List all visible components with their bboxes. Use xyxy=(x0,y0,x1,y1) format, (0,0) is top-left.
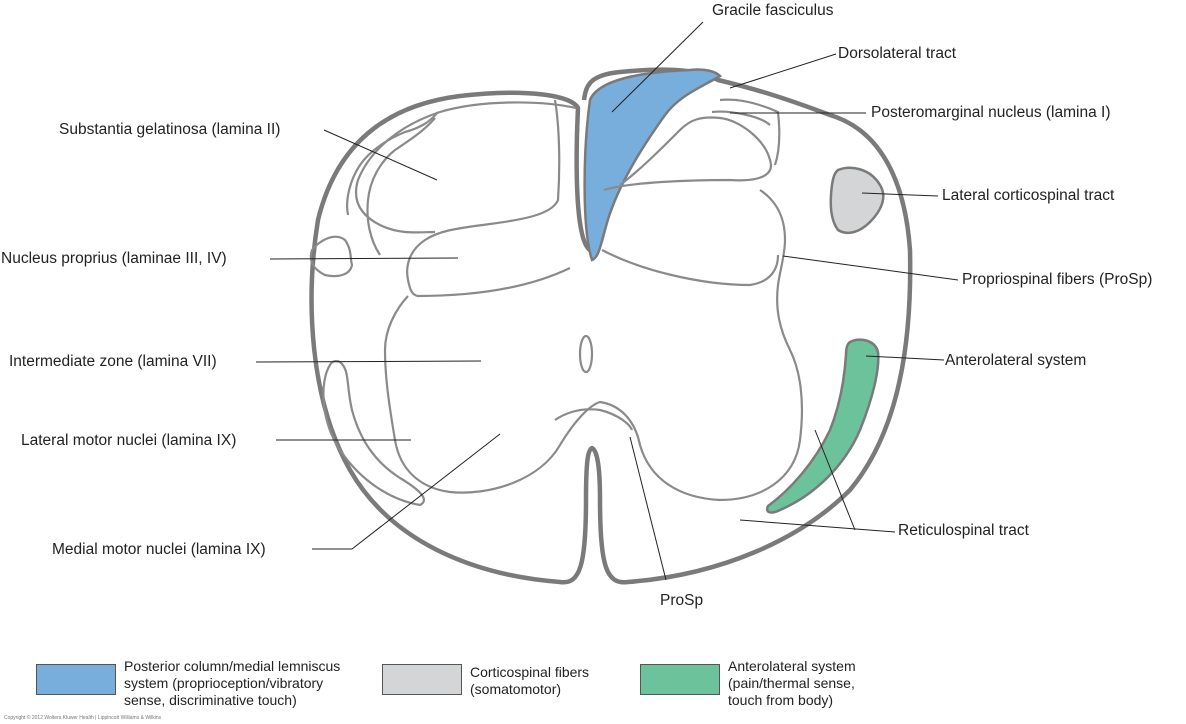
label-gracile-fasciculus: Gracile fasciculus xyxy=(712,2,834,19)
label-nucleus-proprius: Nucleus proprius (laminae III, IV) xyxy=(1,250,227,267)
gracile-fasciculus-region xyxy=(583,68,723,262)
label-dorsolateral-tract: Dorsolateral tract xyxy=(838,45,957,62)
copyright-text: Copyright © 2012 Wolters Kluwer Health |… xyxy=(4,715,162,721)
label-lateral-corticospinal-tract: Lateral corticospinal tract xyxy=(942,187,1115,204)
label-substantia-gelatinosa: Substantia gelatinosa (lamina II) xyxy=(59,121,281,138)
label-prosp: ProSp xyxy=(660,592,704,609)
label-posteromarginal-nucleus: Posteromarginal nucleus (lamina I) xyxy=(871,104,1111,121)
legend-text-anterolateral: Anterolateral system (pain/thermal sense… xyxy=(728,658,856,708)
legend-swatch-posterior-column xyxy=(36,664,116,695)
label-medial-motor-nuclei: Medial motor nuclei (lamina IX) xyxy=(52,541,266,558)
label-intermediate-zone: Intermediate zone (lamina VII) xyxy=(9,353,217,370)
label-lateral-motor-nuclei: Lateral motor nuclei (lamina IX) xyxy=(21,432,237,449)
legend-text-posterior-column: Posterior column/medial lemniscus system… xyxy=(124,658,341,708)
spinal-cord-outline xyxy=(309,67,913,585)
label-propriospinal-fibers: Propriospinal fibers (ProSp) xyxy=(962,271,1153,288)
legend-text-corticospinal: Corticospinal fibers (somatomotor) xyxy=(470,664,590,697)
lateral-corticospinal-tract-region xyxy=(829,166,885,234)
legend-swatch-anterolateral xyxy=(640,664,720,695)
label-reticulospinal-tract: Reticulospinal tract xyxy=(898,522,1029,539)
label-anterolateral-system: Anterolateral system xyxy=(945,352,1087,369)
legend-swatch-corticospinal xyxy=(382,664,462,695)
anterolateral-system-region xyxy=(765,338,880,514)
